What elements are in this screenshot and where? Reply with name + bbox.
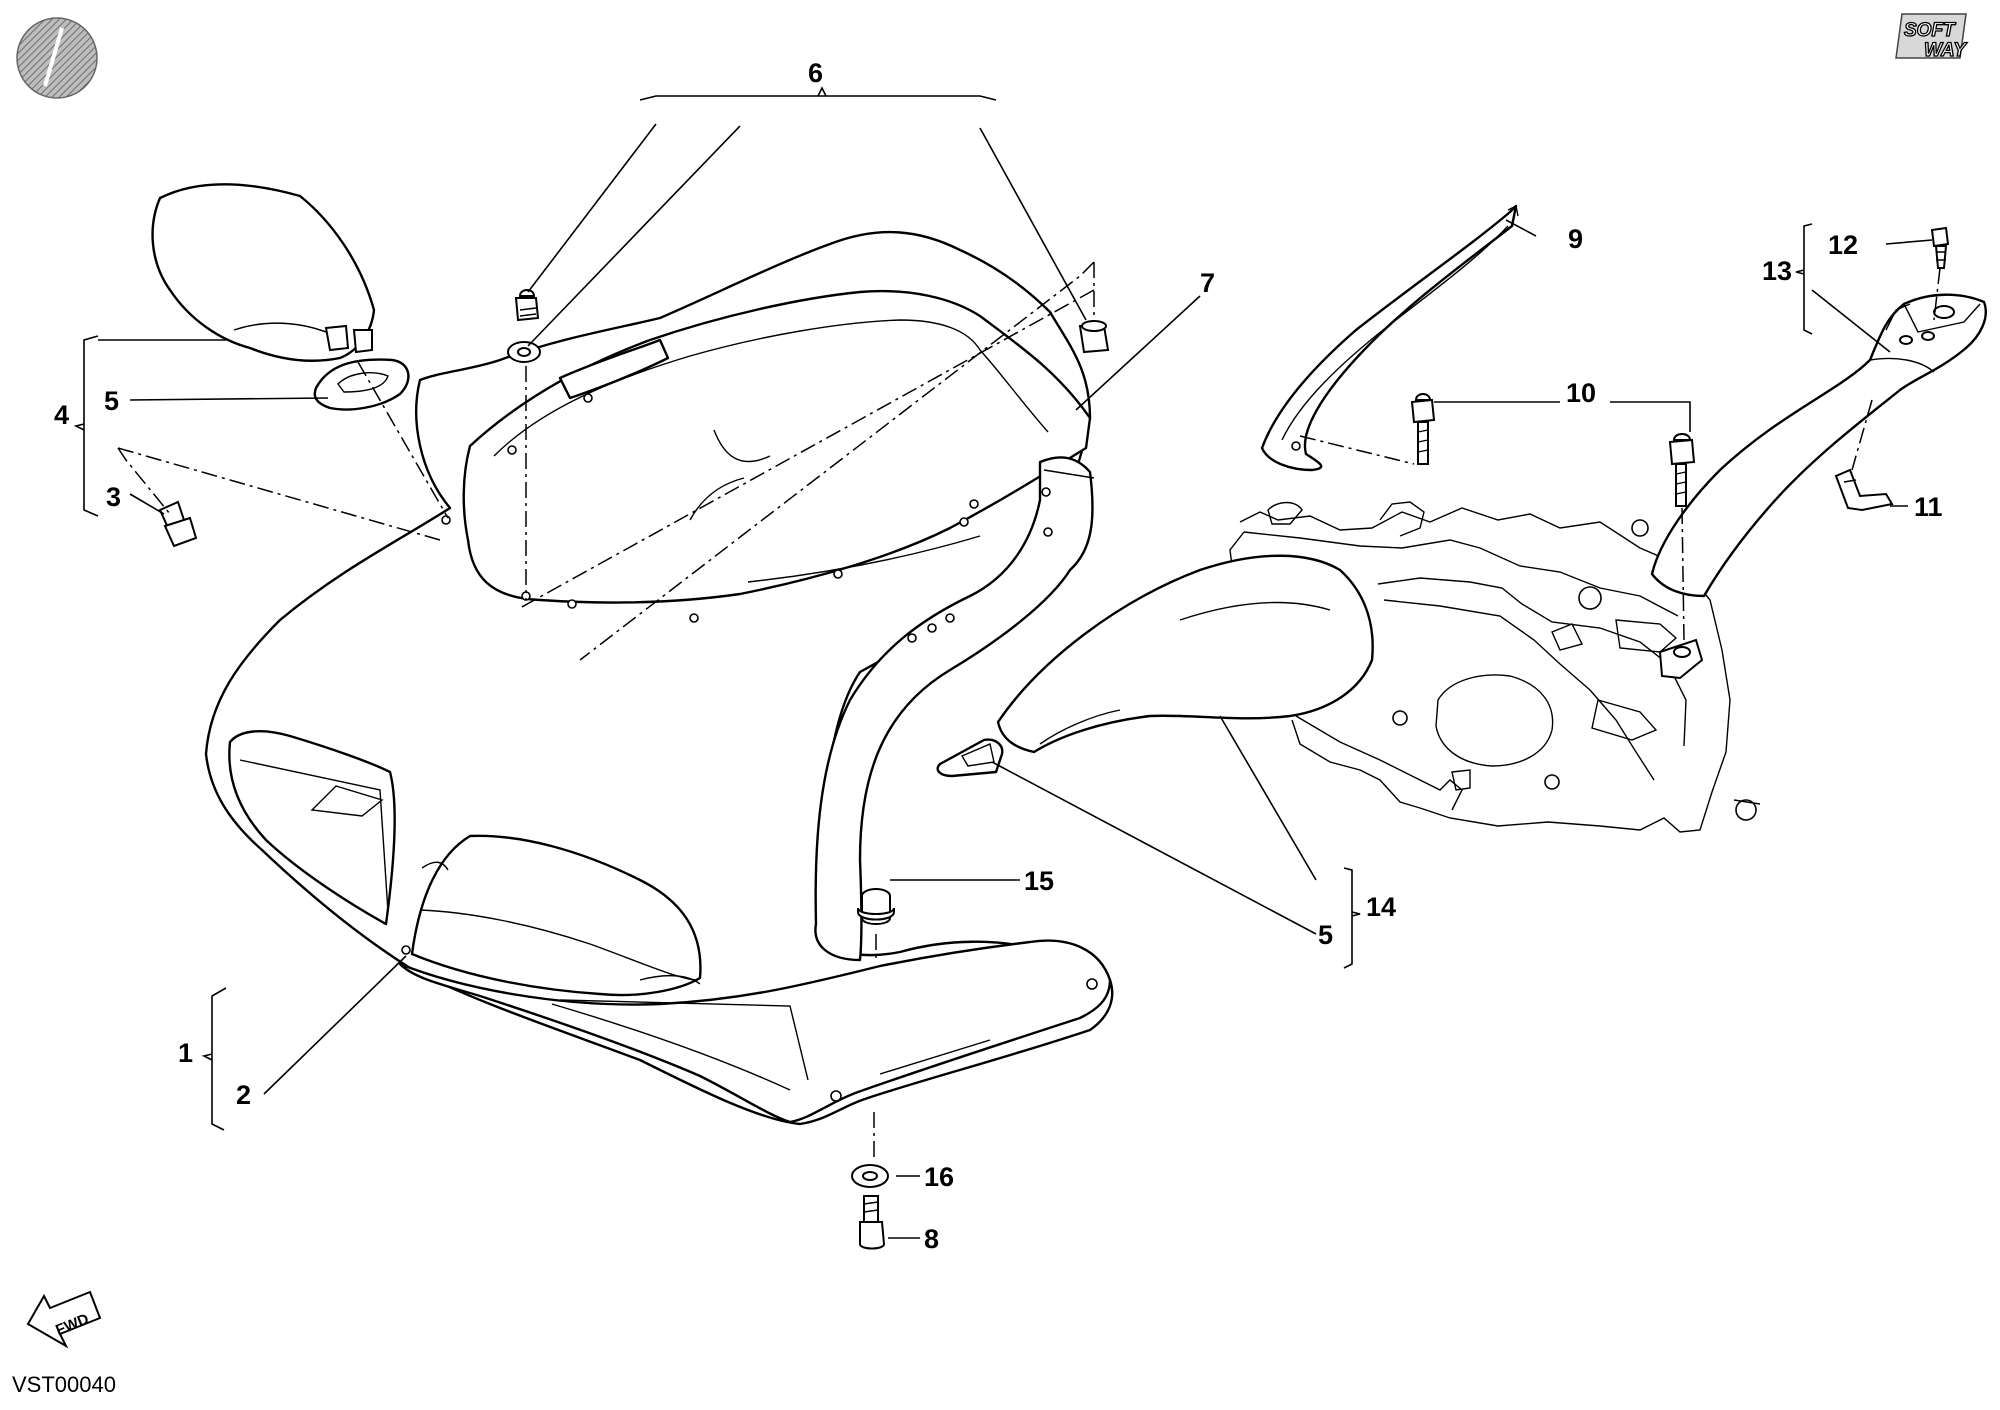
screw-10-left	[1410, 393, 1436, 465]
callout-12: 12	[1828, 230, 1858, 260]
drawing-code: VST00040	[12, 1372, 116, 1397]
callout-14: 14	[1366, 892, 1396, 922]
callout-2: 2	[236, 1080, 251, 1110]
manufacturer-logo-circle	[16, 17, 98, 99]
fairing-support-frame	[1229, 501, 1761, 833]
bracket-11	[1834, 468, 1894, 512]
screw-8	[859, 1195, 886, 1250]
side-strip-13	[1650, 293, 1987, 598]
assembly-lines	[117, 261, 1941, 1160]
callout-9: 9	[1568, 224, 1583, 254]
callout-4: 4	[54, 400, 69, 430]
forward-direction-arrow: FWD	[26, 1290, 102, 1349]
grommet-15	[857, 888, 895, 925]
windscreen-screws-6	[507, 289, 1110, 363]
callout-5-right: 5	[1318, 920, 1333, 950]
callout-5-left: 5	[104, 386, 119, 416]
callout-15: 15	[1024, 866, 1054, 896]
callout-3: 3	[106, 482, 121, 512]
callout-6: 6	[808, 58, 823, 88]
frame-clip	[1658, 638, 1704, 680]
callout-1: 1	[178, 1038, 193, 1068]
logo-text-bottom: WAY	[1924, 40, 1968, 61]
softway-logo: SOFT WAY	[1895, 13, 1969, 62]
left-mirror	[151, 183, 410, 411]
screw-12	[1930, 226, 1950, 269]
screw-3	[158, 500, 198, 548]
washer-16	[851, 1164, 889, 1188]
logo-text-top: SOFT	[1904, 20, 1956, 41]
callout-13: 13	[1762, 256, 1792, 286]
screw-10-right	[1668, 433, 1696, 507]
right-mirror	[936, 554, 1374, 778]
callout-10: 10	[1566, 378, 1596, 408]
callout-16: 16	[924, 1162, 954, 1192]
leader-lines	[73, 86, 1933, 1239]
callout-7: 7	[1200, 268, 1215, 298]
callout-11: 11	[1914, 492, 1943, 522]
callout-8: 8	[924, 1224, 939, 1254]
trim-strip-9	[1260, 204, 1519, 472]
callout-labels: 6 7 4 5 3 1 2 9 10 12 13 11 14 5 15 16 8	[54, 58, 1943, 1254]
front-fairing	[204, 230, 1114, 1126]
fairing-mounting-holes	[441, 393, 1053, 643]
